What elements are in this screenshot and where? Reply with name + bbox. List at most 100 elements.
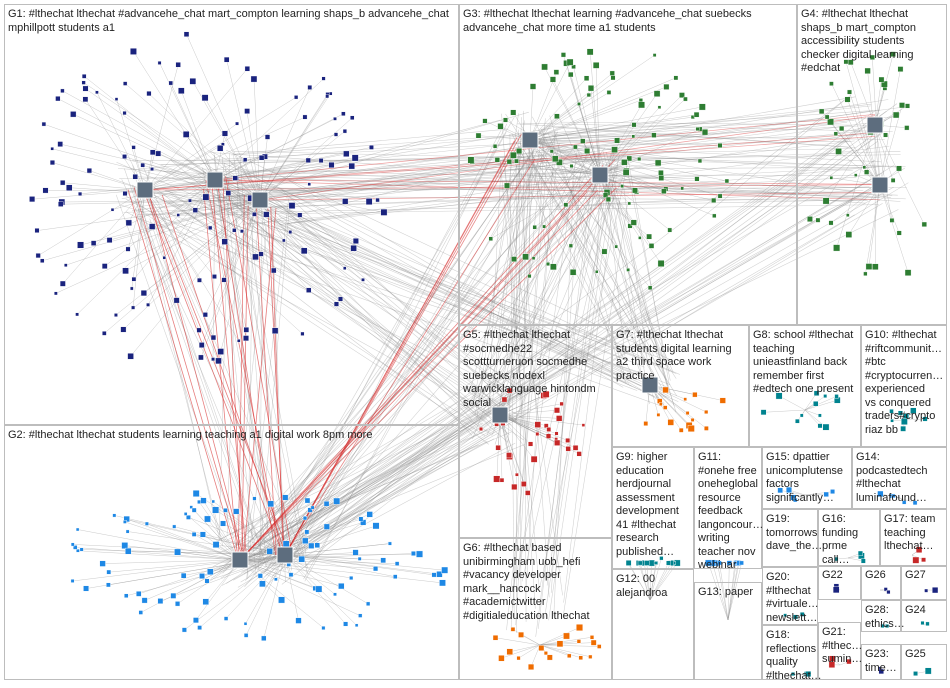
vertex-g3 — [516, 148, 523, 155]
vertex-g2 — [288, 572, 294, 577]
vertex-g1 — [212, 274, 217, 279]
vertex-g2 — [112, 513, 117, 518]
vertex-g4 — [847, 59, 854, 66]
vertex-g11 — [739, 560, 744, 566]
edge-between-groups — [255, 196, 666, 399]
edge-intra — [184, 554, 286, 631]
edge-intra — [81, 549, 286, 556]
edge-between-groups — [115, 194, 239, 540]
vertex-g2 — [357, 556, 362, 561]
edge-intra — [539, 635, 567, 646]
edge-intra — [904, 418, 926, 421]
edge-intra — [144, 189, 300, 216]
group-box-g19: G19: tomorrows dave_the… — [762, 509, 822, 567]
edge-intra — [214, 179, 384, 213]
edge-intra — [529, 139, 549, 265]
edge-intra — [62, 189, 146, 284]
edge-between-groups — [272, 112, 880, 577]
edge-between-groups — [512, 131, 535, 608]
edge-between-groups — [218, 209, 899, 540]
vertex-g5 — [479, 427, 484, 432]
edge-intra — [191, 506, 241, 561]
vertex-g3 — [554, 113, 560, 119]
vertex-g3 — [630, 219, 637, 226]
vertex-g7 — [643, 421, 649, 426]
edge-intra — [529, 139, 650, 237]
edge-intra — [75, 547, 241, 561]
edge-intra — [124, 545, 241, 561]
vertex-g7 — [687, 425, 695, 432]
edge-between-groups — [486, 203, 598, 436]
edge-between-groups — [168, 190, 500, 411]
edge-between-groups — [597, 195, 893, 204]
vertex-g3 — [631, 122, 637, 128]
edge-intra — [226, 59, 261, 201]
edge-intra — [185, 513, 241, 561]
edge-between-groups — [537, 194, 591, 629]
vertex-g1 — [102, 331, 107, 336]
edge-intra — [239, 559, 443, 584]
vertex-g10 — [890, 419, 894, 423]
edge-between-groups — [167, 111, 529, 218]
vertex-g1 — [140, 162, 146, 168]
vertex-g5 — [506, 387, 513, 394]
edge-between-groups — [272, 225, 286, 583]
vertex-g1 — [129, 286, 134, 291]
vertex-g3 — [514, 158, 519, 164]
vertex-g3 — [568, 71, 574, 78]
edge-intra — [96, 92, 146, 191]
group-label-g11: G11: #onehe free oneheglobal resource fe… — [698, 451, 764, 571]
vertex-g3 — [667, 227, 673, 233]
hub-vertex-g4 — [871, 176, 889, 194]
vertex-g3 — [627, 201, 632, 206]
edge-intra — [529, 139, 617, 247]
edge-intra — [831, 83, 881, 186]
edge-intra — [239, 514, 370, 561]
group-label-g15: G15: dpattier unicomplutense factors sig… — [766, 451, 844, 504]
edge-intra — [144, 189, 303, 334]
edge-intra — [578, 103, 601, 176]
vertex-g11 — [717, 560, 722, 566]
vertex-g20 — [783, 613, 787, 617]
edge-intra — [112, 179, 216, 210]
edge-between-groups — [492, 120, 525, 390]
vertex-g1 — [350, 115, 355, 121]
vertex-g3 — [679, 92, 685, 99]
vertex-g4 — [872, 263, 879, 271]
vertex-g1 — [197, 277, 202, 283]
edge-intra — [470, 159, 601, 176]
vertex-g6 — [506, 648, 514, 656]
group-box-g5: G5: #lthechat lthechat #socmedhe22 scott… — [459, 325, 612, 538]
edge-between-groups — [252, 399, 509, 557]
vertex-g4 — [818, 108, 825, 115]
vertex-g2 — [393, 574, 398, 579]
edge-between-groups — [259, 117, 515, 561]
vertex-g3 — [693, 111, 700, 118]
vertex-g2 — [388, 541, 392, 546]
vertex-g2 — [343, 621, 349, 627]
edge-between-groups — [605, 151, 669, 390]
vertex-g16 — [834, 556, 839, 562]
vertex-g6 — [556, 640, 564, 648]
group-box-g26: G26 — [861, 565, 901, 600]
edge-between-groups — [136, 212, 285, 572]
edge-intra — [539, 643, 561, 646]
edge-intra — [144, 165, 352, 191]
edge-intra — [778, 395, 806, 411]
edge-intra — [544, 66, 601, 176]
vertex-g8 — [823, 394, 828, 398]
vertex-g2 — [223, 508, 228, 513]
vertex-g3 — [527, 274, 532, 279]
edge-intra — [152, 179, 216, 227]
vertex-g1 — [232, 175, 238, 181]
edge-between-groups — [185, 187, 886, 194]
vertex-g3 — [510, 151, 517, 159]
vertex-g27 — [932, 587, 939, 594]
vertex-g3 — [694, 176, 700, 182]
edge-intra — [599, 128, 701, 176]
edge-intra — [599, 95, 683, 176]
vertex-g7 — [662, 386, 669, 394]
edge-intra — [239, 559, 398, 564]
vertex-g3 — [606, 90, 612, 95]
edge-between-groups — [232, 203, 655, 364]
